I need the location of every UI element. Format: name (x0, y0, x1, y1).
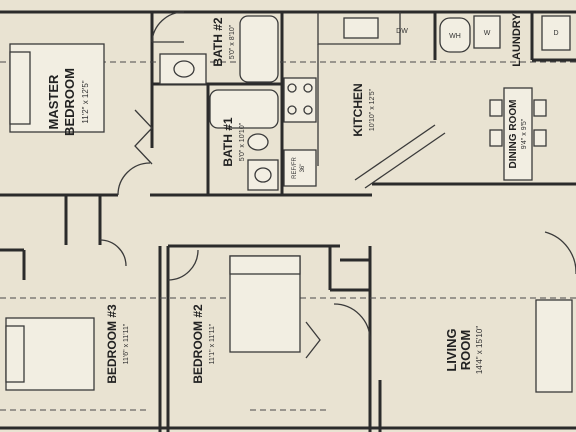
bedroom3-label: BEDROOM #3 (105, 304, 119, 384)
burner-icon (303, 83, 313, 93)
bedroom2-pillows (229, 255, 301, 275)
dining-chair (489, 129, 503, 147)
sink-bath1 (254, 167, 272, 183)
refrigerator (283, 149, 317, 187)
water-heater-label: WH (449, 33, 461, 40)
bedroom3-pillows (5, 325, 25, 383)
bedroom3-size: 11'6" x 11'11" (123, 323, 130, 364)
sink-bath2 (173, 60, 195, 78)
toilet-bath1 (247, 133, 269, 151)
living-room-label: LIVING (444, 328, 459, 371)
walls (0, 10, 576, 432)
sofa (535, 299, 573, 393)
refrigerator-label: REF/FR (292, 157, 298, 179)
burner-icon (287, 105, 297, 115)
dining-room-size: 9'4" x 9'5" (521, 118, 528, 149)
dining-table (503, 87, 533, 181)
kitchen-size: 10'10" x 12'5" (369, 88, 376, 131)
bath2-size: 5'0" x 8'10" (229, 24, 236, 59)
living-room-label: ROOM (458, 330, 473, 370)
dishwasher-label: DW (396, 28, 408, 35)
kitchen-sink (343, 17, 379, 39)
bath2-label: BATH #2 (211, 17, 225, 66)
master-bedroom-label: MASTER (46, 74, 61, 130)
burner-icon (287, 83, 297, 93)
dining-chair (533, 99, 547, 117)
kitchen-counter (317, 12, 446, 189)
burner-icon (303, 105, 313, 115)
bedroom2-label: BEDROOM #2 (191, 304, 205, 384)
bath1-label: BATH #1 (221, 117, 235, 166)
dryer-label: D (553, 30, 558, 37)
kitchen-label: KITCHEN (351, 83, 365, 136)
bedroom2-size: 11'1" x 11'11" (209, 323, 216, 364)
dining-chair (489, 99, 503, 117)
master-bedroom-size: 11'2" x 12'5" (81, 80, 90, 123)
tub-bath2 (239, 15, 279, 83)
master-pillows (9, 51, 31, 125)
tub-bath1 (209, 89, 279, 129)
laundry-label: LAUNDRY (511, 13, 523, 67)
bath1-size: 5'0" x 10'10" (239, 122, 246, 161)
range (283, 77, 317, 123)
living-room-size: 14'4" x 15'10" (475, 326, 484, 374)
dining-chair (533, 129, 547, 147)
fixtures (5, 15, 573, 393)
refrigerator-size: 36" (300, 164, 306, 173)
washer-label: W (484, 30, 491, 37)
dryer (541, 15, 571, 51)
washer (473, 15, 501, 49)
master-bedroom-label: BEDROOM (62, 68, 77, 136)
water-heater (439, 17, 471, 53)
dining-room-label: DINING ROOM (508, 100, 519, 169)
